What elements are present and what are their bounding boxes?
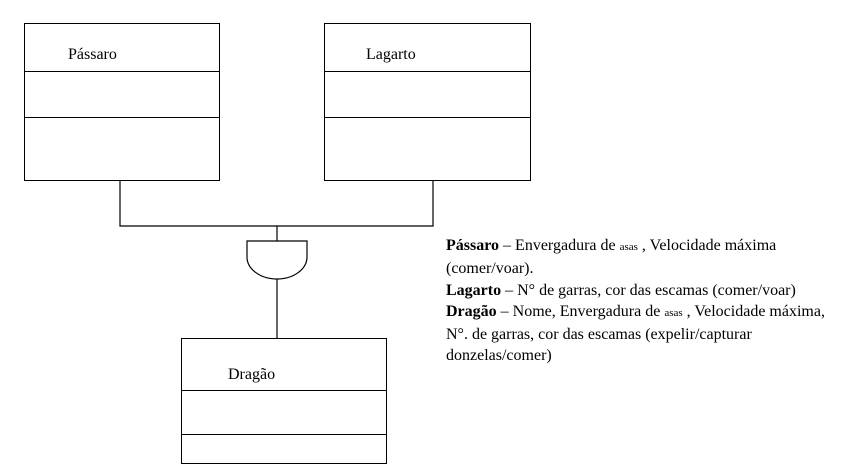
description-title: Dragão bbox=[446, 303, 497, 320]
and-gate-icon bbox=[247, 241, 307, 279]
description-dragao: Dragão – Nome, Envergadura de asas , Vel… bbox=[446, 301, 846, 367]
connector-lagarto bbox=[277, 181, 433, 226]
description-passaro: Pássaro – Envergadura de asas , Velocida… bbox=[446, 235, 846, 280]
description-lagarto: Lagarto – N° de garras, cor das escamas … bbox=[446, 280, 846, 301]
class-descriptions: Pássaro – Envergadura de asas , Velocida… bbox=[446, 235, 846, 367]
description-title: Lagarto bbox=[446, 282, 501, 299]
connector-passaro bbox=[120, 181, 277, 226]
description-title: Pássaro bbox=[446, 237, 499, 254]
